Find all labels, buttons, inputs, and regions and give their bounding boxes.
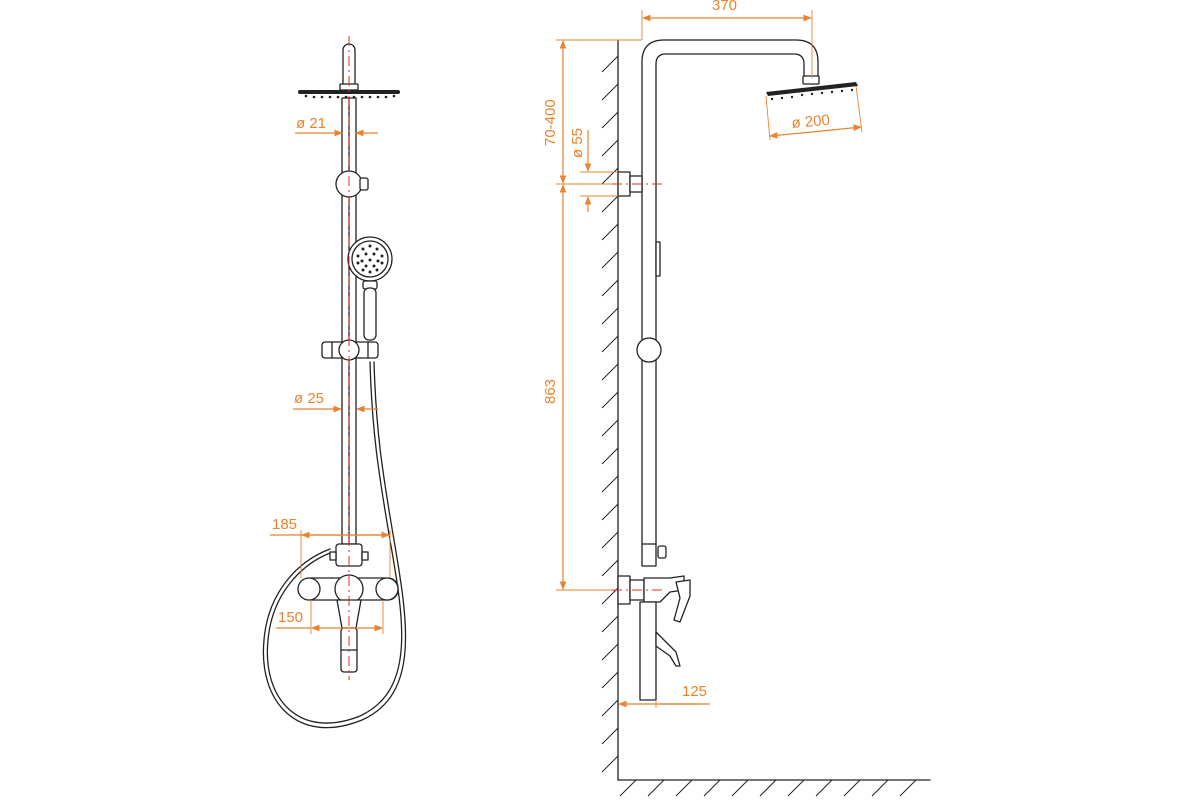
dim-bar-diameter: ø 25 <box>293 390 378 413</box>
label-top-pipe-diameter: ø 21 <box>296 115 326 132</box>
side-view: 370 70-400 ø 55 ø 200 <box>542 0 931 797</box>
front-mixer <box>297 543 399 673</box>
floor <box>617 779 931 797</box>
dim-mixer-width: 185 <box>270 516 391 578</box>
dim-bar-height: 863 <box>542 184 612 591</box>
label-bracket-diameter: ø 55 <box>569 128 586 158</box>
label-arm-height: 70-400 <box>542 99 559 146</box>
label-head-diameter: ø 200 <box>791 112 831 132</box>
wall <box>601 39 619 781</box>
side-riser-arm <box>641 39 819 545</box>
dim-arm-height: 70-400 <box>542 39 642 185</box>
front-shower-hose <box>266 361 403 724</box>
dim-connection-spacing: 150 <box>276 600 384 634</box>
front-hand-shower <box>347 236 393 341</box>
dim-spout-offset: 125 <box>618 683 710 708</box>
dim-head-diameter: ø 200 <box>765 85 863 141</box>
label-bar-height: 863 <box>542 379 559 404</box>
dim-arm-length: 370 <box>641 0 813 78</box>
label-arm-length: 370 <box>712 0 737 14</box>
front-view: ø 21 ø 25 185 150 <box>262 36 407 729</box>
front-slide-holder <box>321 339 379 361</box>
label-connection-spacing: 150 <box>278 609 303 626</box>
side-mixer <box>617 543 691 701</box>
side-rain-shower-head <box>766 75 858 101</box>
dim-bracket-diameter: ø 55 <box>569 128 618 212</box>
label-mixer-width: 185 <box>272 516 297 533</box>
side-hand-shower-profile <box>655 241 661 277</box>
dim-top-pipe-diameter: ø 21 <box>295 115 378 137</box>
label-bar-diameter: ø 25 <box>294 390 324 407</box>
side-slide-holder <box>636 337 662 363</box>
front-wall-bracket <box>335 170 369 198</box>
label-spout-offset: 125 <box>682 683 707 700</box>
